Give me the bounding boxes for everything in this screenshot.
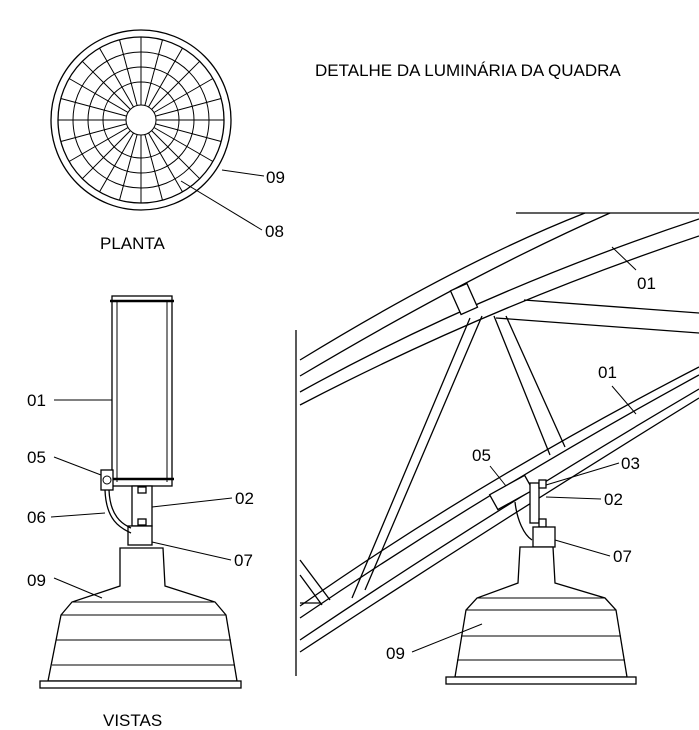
right-reflector [454, 546, 628, 678]
drawing-title: DETALHE DA LUMINÁRIA DA QUADRA [315, 61, 621, 80]
right-label-05: 05 [472, 446, 491, 465]
horizontal-tie [523, 299, 699, 314]
left-leader-06 [50, 512, 106, 518]
right-label-01-mid: 01 [598, 363, 617, 382]
upper-chord [299, 218, 699, 393]
right-junction-box [488, 474, 534, 511]
right-leader-05 [489, 465, 507, 487]
plan-spoke [119, 39, 138, 106]
plan-spoke [81, 130, 131, 180]
truss-diagonal [505, 315, 566, 448]
upper-chord [299, 235, 699, 406]
right-reflector-lip [445, 676, 637, 685]
right-label-07: 07 [613, 547, 632, 566]
truss-diagonal [493, 315, 551, 456]
right-truss-view: 01 01 05 03 02 07 09 [295, 212, 699, 685]
right-cable [514, 501, 533, 541]
horizontal-tie [495, 317, 699, 334]
plan-spoke [68, 78, 129, 113]
plan-spoke [151, 130, 201, 180]
plan-spoke [99, 132, 134, 193]
left-junction-box-knob [102, 475, 112, 485]
plan-spoke [153, 78, 214, 113]
left-post [111, 295, 173, 487]
lower-chord [299, 397, 699, 653]
plan-label-08: 08 [265, 222, 284, 241]
lower-chord [299, 388, 699, 641]
upper-chord-splice [449, 282, 479, 316]
plan-label-09: 09 [266, 168, 285, 187]
right-leader-01-mid [611, 385, 637, 415]
plan-spoke [119, 134, 138, 201]
truss-diagonal [299, 559, 331, 601]
right-leader-02 [545, 496, 602, 500]
truss-diagonal [351, 317, 471, 599]
left-clamp [127, 525, 153, 546]
right-label-03: 03 [621, 454, 640, 473]
left-elevation-view: 01 05 06 02 07 09 VISTAS [27, 295, 254, 730]
left-label-07: 07 [234, 551, 253, 570]
plan-spoke [148, 47, 183, 108]
left-label-09: 09 [27, 571, 46, 590]
plan-spoke [60, 123, 127, 142]
left-cable [108, 489, 132, 529]
plan-spoke [68, 127, 129, 162]
plan-spokes [58, 37, 224, 203]
truss-diagonal [364, 315, 483, 591]
plan-spoke [81, 60, 131, 110]
upper-chord [299, 212, 586, 361]
plan-title: PLANTA [100, 234, 166, 253]
plan-outer-rim [50, 29, 232, 211]
left-bracket-bolt [137, 486, 147, 494]
right-label-02: 02 [604, 490, 623, 509]
plan-center-hub [125, 104, 157, 136]
left-bracket-bolt [137, 518, 147, 526]
plan-spoke [60, 98, 127, 117]
plan-spoke [153, 127, 214, 162]
right-label-01-top: 01 [637, 274, 656, 293]
left-junction-box [100, 469, 114, 491]
plan-spoke [155, 123, 222, 142]
left-leader-09 [53, 577, 103, 599]
plan-view: 09 08 PLANTA [50, 29, 285, 253]
left-leader-07 [151, 541, 232, 561]
plan-leader-08 [180, 180, 263, 231]
right-bracket-bolt [538, 518, 547, 528]
plan-spoke [151, 60, 201, 110]
right-bracket [529, 482, 540, 524]
right-bracket-bolt [538, 479, 547, 489]
left-label-05: 05 [27, 448, 46, 467]
left-reflector-lip [39, 680, 242, 689]
plan-spoke [144, 39, 163, 106]
right-leader-07 [554, 539, 611, 557]
left-leader-05 [53, 456, 102, 476]
plan-spoke [99, 47, 134, 108]
plan-spoke [148, 132, 183, 193]
plan-spoke [144, 134, 163, 201]
right-leader-09 [411, 623, 483, 653]
elevation-title: VISTAS [103, 711, 162, 730]
right-leader-01-top [611, 246, 637, 271]
plan-leader-09 [221, 169, 265, 177]
lower-chord [299, 366, 699, 607]
left-label-01: 01 [27, 391, 46, 410]
left-label-02: 02 [235, 489, 254, 508]
right-leader-03 [545, 462, 620, 486]
left-leader-02 [151, 497, 233, 508]
truss-diagonal [299, 574, 323, 606]
left-label-06: 06 [27, 508, 46, 527]
left-cable [104, 489, 132, 534]
plan-spoke [155, 98, 222, 117]
right-label-09: 09 [386, 644, 405, 663]
right-clamp [532, 526, 556, 548]
